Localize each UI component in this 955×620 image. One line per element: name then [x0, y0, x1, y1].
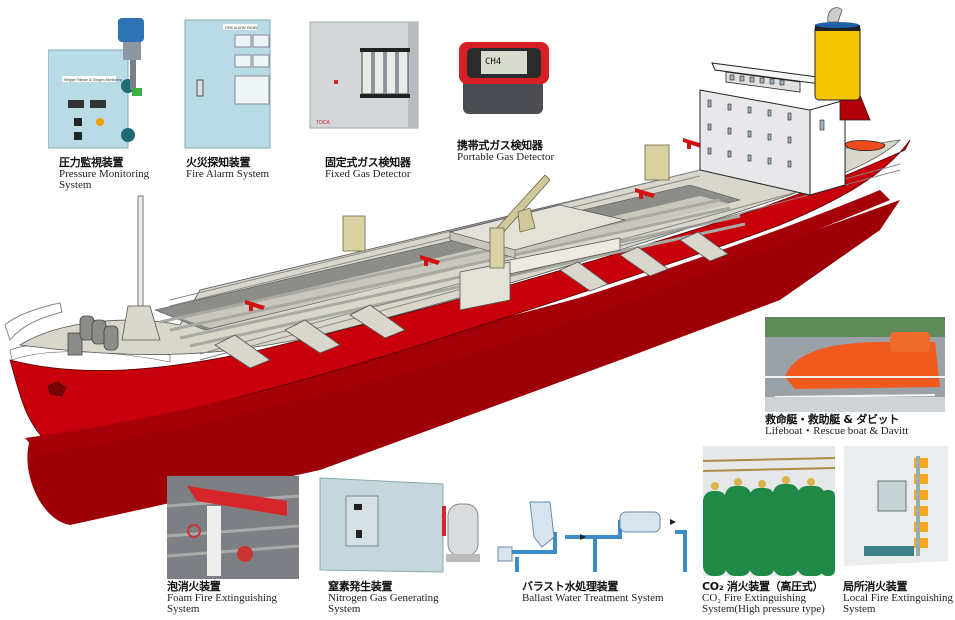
local-fire-extinguishing-photo: [844, 446, 948, 576]
vent-masts: [342, 144, 670, 269]
ship-lifeboat: [844, 140, 886, 152]
label-en: Fixed Gas Detector: [325, 167, 411, 180]
label-fixed-gas-detector: 固定式ガス検知器 Fixed Gas Detector: [325, 157, 411, 180]
label-lifeboat: 救命艇・救助艇 & ダビット Lifeboat・Rescue boat & Da…: [765, 414, 908, 437]
label-en: Portable Gas Detector: [457, 150, 555, 163]
label-en-2: System: [328, 603, 361, 616]
label-en-2: System(High pressure type): [702, 603, 825, 616]
funnel: [814, 7, 871, 121]
label-en: Pressure Monitoring: [59, 167, 150, 180]
fixed-gas-detector-photo: TOCA: [308, 20, 423, 130]
foam-fire-photo: [167, 476, 299, 579]
label-portable-gas-detector: 携帯式ガス検知器 Portable Gas Detector: [457, 140, 554, 163]
ballast-water-diagram: [490, 492, 690, 572]
pressure-monitoring-photo: Wiltype Fathom & Oxygen Monitoring: [48, 10, 168, 150]
fire-alarm-panel-text: FIRE ALARM PANEL: [225, 26, 258, 30]
label-co2: CO₂ 消火装置（高圧式） CO₂ Fire Extinguishing Sys…: [702, 581, 825, 616]
pressure-panel-text: Wiltype Fathom & Oxygen Monitoring: [64, 78, 122, 82]
superstructure: [699, 62, 846, 196]
label-en: Fire Alarm System: [186, 167, 270, 180]
label-jp: 固定式ガス検知器: [325, 156, 411, 169]
fixed-gas-brand: TOCA: [316, 120, 330, 126]
label-en: Foam Fire Extinguishing: [167, 591, 277, 604]
label-jp: 圧力監視装置: [59, 156, 124, 169]
label-jp: 携帯式ガス検知器: [457, 139, 543, 152]
label-fire-alarm: 火災探知装置 Fire Alarm System: [186, 157, 269, 180]
label-pressure-monitoring: 圧力監視装置 Pressure Monitoring System: [59, 157, 149, 192]
label-jp: 泡消火装置: [167, 580, 221, 593]
label-en: Lifeboat・Rescue boat & Davitt: [765, 424, 909, 437]
label-en-2: System: [167, 603, 200, 616]
label-en: Local Fire Extinguishing: [843, 591, 953, 604]
label-jp: 窒素発生装置: [328, 580, 393, 593]
label-ballast: バラスト水処理装置 Ballast Water Treatment System: [522, 581, 664, 604]
portable-gas-detector-photo: CH4: [455, 38, 555, 118]
lifeboat-photo: [765, 317, 945, 412]
label-jp: 局所消火装置: [843, 580, 908, 593]
label-jp: CO₂ 消火装置（高圧式）: [702, 580, 824, 593]
portable-gas-display: CH4: [485, 57, 501, 67]
label-jp: バラスト水処理装置: [522, 580, 619, 593]
co2-cylinders-photo: [703, 446, 835, 576]
hull-logo: [47, 381, 67, 397]
label-en: Nitrogen Gas Generating: [328, 591, 439, 604]
label-local-fire: 局所消火装置 Local Fire Extinguishing System: [843, 581, 953, 616]
deck-beams: [214, 231, 729, 369]
label-jp: 火災探知装置: [186, 156, 251, 169]
label-en: Ballast Water Treatment System: [522, 591, 664, 604]
fire-alarm-photo: FIRE ALARM PANEL: [183, 10, 273, 150]
forward-mast: [137, 195, 144, 307]
label-nitrogen: 窒素発生装置 Nitrogen Gas Generating System: [328, 581, 439, 616]
windlass: [67, 315, 119, 356]
label-foam-fire: 泡消火装置 Foam Fire Extinguishing System: [167, 581, 277, 616]
label-en-2: System: [59, 179, 92, 192]
label-en-2: System: [843, 603, 876, 616]
label-en: CO₂ Fire Extinguishing: [702, 591, 807, 604]
nitrogen-generator-photo: [318, 474, 483, 574]
label-jp: 救命艇・救助艇 & ダビット: [765, 413, 900, 426]
